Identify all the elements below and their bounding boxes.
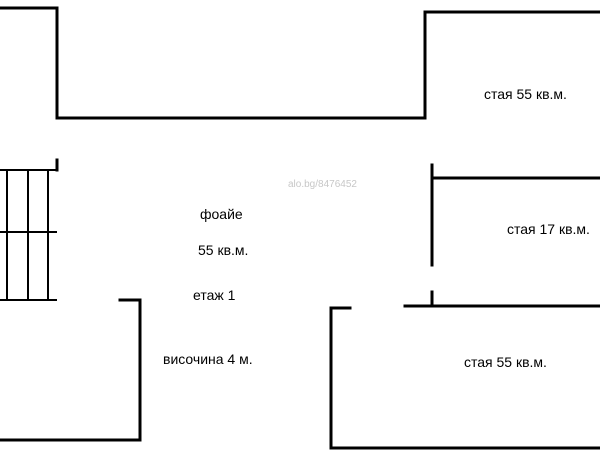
watermark: alo.bg/8476452 [288,179,357,190]
room-bottom-right-label: стая 55 кв.м. [464,354,547,370]
wall-top-left [0,6,600,120]
room-top-right-label: стая 55 кв.м. [484,86,567,102]
wall-room-17 [430,163,600,308]
foyer-name-label: фоайе [200,206,243,222]
room-17-label: стая 17 кв.м. [507,221,590,237]
foyer-area-label: 55 кв.м. [198,242,249,258]
wall-bottom-left [0,298,142,442]
floor-label: етаж 1 [193,287,236,303]
staircase [0,158,59,301]
wall-room-bottom-right [329,304,600,450]
height-label: височина 4 м. [163,351,253,367]
